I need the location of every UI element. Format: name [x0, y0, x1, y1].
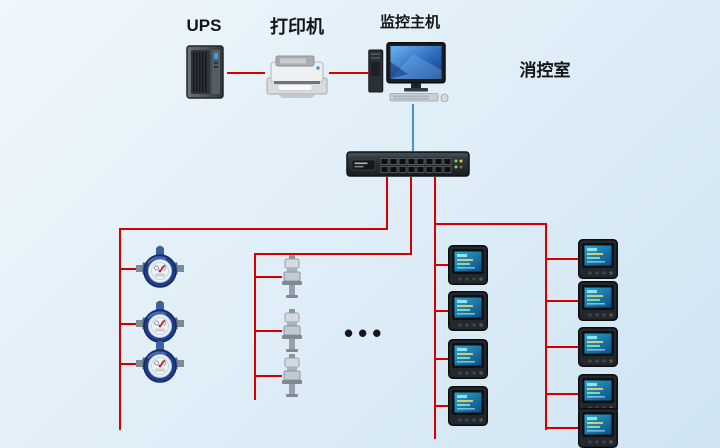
power-meter-icon-a4 [448, 386, 488, 426]
riser-far-right [545, 223, 547, 430]
power-meter-icon-b1 [578, 239, 618, 279]
stub-meter-b3 [545, 346, 579, 348]
downlink-left [386, 177, 388, 230]
stub-meter-a3 [434, 358, 450, 360]
cable-host-switch [412, 104, 414, 151]
monitor-host-computer-icon [368, 42, 450, 102]
stub-meter-b2 [545, 300, 579, 302]
bus-mid [254, 253, 412, 255]
printer-icon [264, 52, 330, 100]
water-meter-icon-1 [136, 244, 184, 292]
control-room-label: 消控室 [519, 61, 571, 80]
valve-sensor-icon-2 [278, 309, 306, 353]
stub-water-meter-3 [119, 363, 139, 365]
stub-meter-a4 [434, 405, 450, 407]
stub-meter-b4 [545, 393, 579, 395]
printer-label: 打印机 [270, 17, 324, 37]
power-meter-icon-a2 [448, 291, 488, 331]
cable-ups-printer [227, 72, 265, 74]
power-meter-icon-a3 [448, 339, 488, 379]
bus-right [434, 223, 547, 225]
power-meter-icon-a1 [448, 245, 488, 285]
stub-meter-a1 [434, 264, 450, 266]
riser-mid [254, 253, 256, 400]
stub-meter-b5 [545, 427, 579, 429]
power-meter-icon-b3 [578, 327, 618, 367]
bus-left [119, 228, 388, 230]
downlink-right-riser [434, 177, 436, 439]
network-switch-icon [346, 150, 470, 178]
riser-left [119, 228, 121, 430]
valve-sensor-icon-3 [278, 354, 306, 398]
power-meter-icon-b2 [578, 281, 618, 321]
valve-sensor-icon-1 [278, 255, 306, 299]
power-meter-icon-b5 [578, 408, 618, 448]
ups-tower-icon [182, 44, 228, 100]
ups-label: UPS [186, 16, 222, 35]
cable-printer-host [329, 72, 369, 74]
stub-meter-b1 [545, 258, 579, 260]
monitor-host-label: 监控主机 [379, 14, 440, 31]
stub-water-meter-2 [119, 323, 139, 325]
stub-valve-2 [254, 330, 282, 332]
ellipsis-more-devices: ••• [344, 318, 387, 348]
downlink-mid [410, 177, 412, 255]
stub-water-meter-1 [119, 268, 139, 270]
stub-valve-3 [254, 375, 282, 377]
water-meter-icon-3 [136, 339, 184, 387]
stub-valve-1 [254, 276, 282, 278]
stub-meter-a2 [434, 310, 450, 312]
